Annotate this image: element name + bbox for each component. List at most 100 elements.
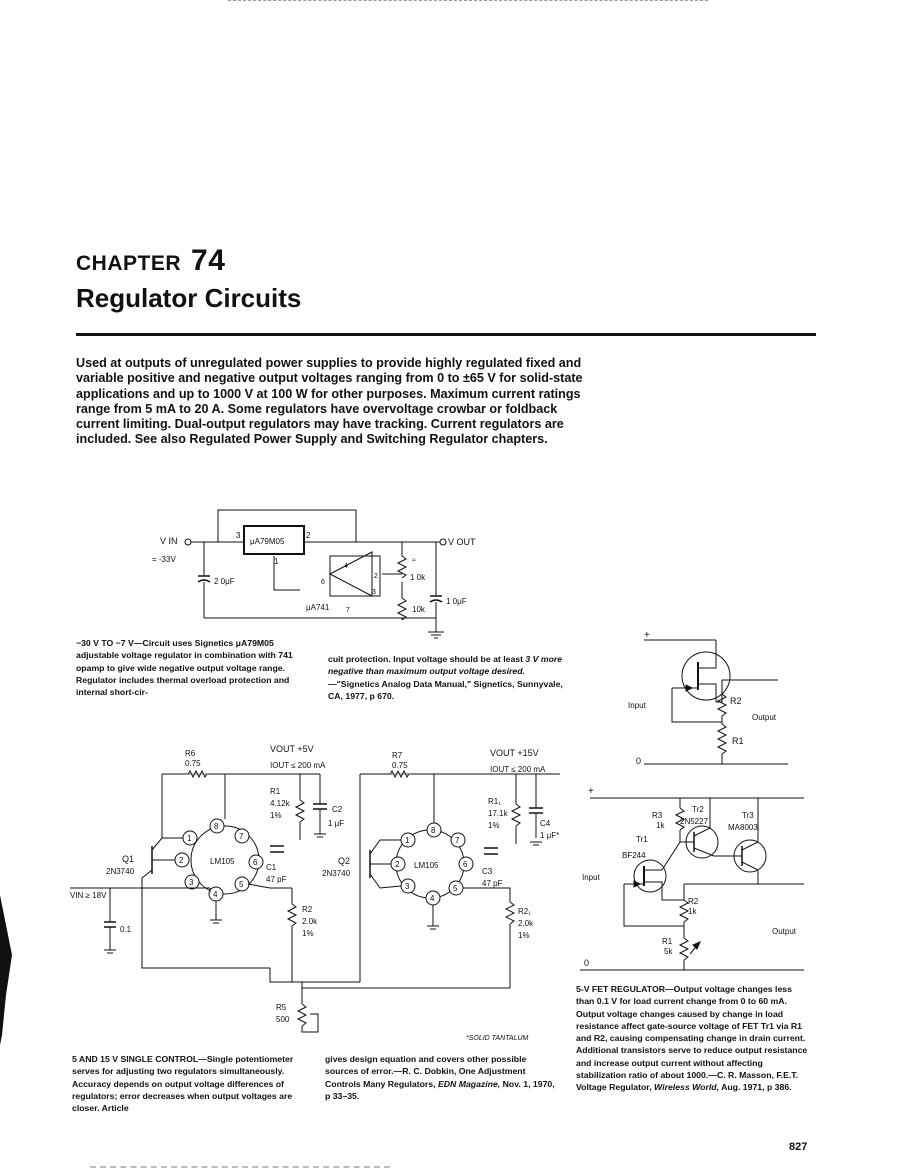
fig4-r3-symbol	[674, 807, 686, 831]
fig2-c1: C1	[266, 863, 277, 872]
fig3-r1: R1	[732, 736, 744, 746]
fig2-caption-col2c: Nov. 1, 1970, p 33–35.	[325, 1078, 555, 1101]
fig4-r3-value: 1k	[656, 821, 665, 830]
fig4-caption-source: Wireless World,	[654, 1082, 719, 1093]
fig2-r2b-tolerance: 1%	[518, 931, 530, 940]
fig3-r2: R2	[730, 696, 742, 706]
fig1-caption-col2b: 3 V more negative than maximum output vo…	[328, 654, 563, 677]
fig1-r-top	[396, 555, 408, 579]
fig2-r1-value: 4.12k	[270, 799, 291, 808]
scan-bottom-line	[90, 1166, 390, 1168]
fig4-tr3-type: MA8003	[728, 823, 758, 832]
fig4-r2-symbol	[678, 899, 690, 923]
fig2-q2: Q2	[338, 856, 350, 866]
fig1-pin3: 3	[236, 531, 241, 540]
page-number: 827	[789, 1141, 808, 1153]
fig4-caption: 5-V FET REGULATOR—Output voltage changes…	[576, 983, 811, 1094]
fig2-r5: R5	[276, 1003, 287, 1012]
fig2-cin: 0.1	[120, 925, 132, 934]
chapter-number: 74	[191, 244, 226, 277]
fig1-r-top-label: 1 0k	[410, 573, 426, 582]
fig2-right-pin1: 1	[405, 836, 410, 845]
fig2-r2-symbol	[286, 903, 298, 927]
fig2-r1: R1	[270, 787, 281, 796]
fig1-pin1: 1	[274, 557, 279, 566]
fig2-c4: C4	[540, 819, 551, 828]
intro-paragraph: Used at outputs of unregulated power sup…	[76, 356, 583, 447]
fig2-left-pin7: 7	[239, 832, 244, 841]
fig1-vout-label: V OUT	[448, 537, 476, 547]
fig3-plus: +	[644, 630, 650, 641]
fig2-r7: R7	[392, 751, 403, 760]
fig2-lm105-left-label: LM105	[210, 857, 235, 866]
fig1-cap-in: 2 0μF	[214, 577, 235, 586]
fig1-approx: ≈	[412, 557, 416, 564]
chapter-label: CHAPTER	[76, 252, 182, 275]
fig2-r2b-value: 2.0k	[518, 919, 534, 928]
fig1-caption-col2: cuit protection. Input voltage should be…	[328, 653, 564, 702]
fig2-vout15: VOUT +15V	[490, 748, 539, 758]
fig4-output: Output	[772, 927, 797, 936]
fig1-op-pin4: 4	[344, 563, 348, 570]
fig1-opamp-frame	[329, 555, 381, 597]
fig2-q1-type: 2N3740	[106, 867, 135, 876]
fig3-output: Output	[752, 713, 777, 722]
fig2-c3-value: 47 pF	[482, 879, 503, 888]
fig1-op-pin7: 7	[346, 607, 350, 614]
fig3-fet	[681, 651, 731, 701]
fig4-r3: R3	[652, 811, 663, 820]
title-rule	[76, 333, 816, 336]
fig2-r2-tolerance: 1%	[302, 929, 314, 938]
fig2-caption-col2: gives design equation and covers other p…	[325, 1053, 559, 1102]
fig2-r2b-symbol	[504, 901, 516, 925]
fig4-caption-text: —Output voltage changes less than 0.1 V …	[576, 984, 808, 1093]
fig2-note: *SOLID TANTALUM	[466, 1035, 529, 1042]
figure-dual-lm105-schematic: R6 0.75 VOUT +5V IOUT ≤ 200 mA R7 0.75 V…	[70, 744, 560, 1042]
fig2-right-pin6: 6	[463, 860, 468, 869]
fig2-r2-value: 2.0k	[302, 917, 318, 926]
fig1-regulator-block	[243, 525, 305, 555]
fig2-left-pin8: 8	[214, 822, 219, 831]
fig2-c3: C3	[482, 867, 493, 876]
fig2-right-pin3: 3	[405, 882, 410, 891]
fig2-c2-value: 1 μF	[328, 819, 344, 828]
fig2-right-pin4: 4	[430, 894, 435, 903]
fig2-right-pin8: 8	[431, 826, 436, 835]
scan-binding-edge	[0, 895, 12, 1045]
fig2-caption-col2a: gives design equation and covers other p…	[325, 1054, 527, 1089]
fig1-ic-label: μA79M05	[250, 537, 285, 546]
fig3-r1-symbol	[716, 723, 728, 755]
fig4-r1-symbol	[678, 937, 690, 961]
fig1-caption-col1: −30 V TO −7 V—Circuit uses Signetics μA7…	[76, 637, 310, 698]
fig2-c1-value: 47 pF	[266, 875, 287, 884]
fig2-caption-text: —Single potentiometer serves for adjusti…	[72, 1054, 294, 1114]
fig1-opamp-label: μA741	[306, 603, 330, 612]
fig2-vout5: VOUT +5V	[270, 744, 314, 754]
fig2-q2-type: 2N3740	[322, 869, 351, 878]
fig2-r1b-tolerance: 1%	[488, 821, 500, 830]
fig2-r5-symbol	[296, 1003, 308, 1027]
figure-5v-fet-regulator-schematic: + R3 1k Tr2 2N5227 Tr3 MA8003 Tr1 BF244 …	[580, 786, 804, 971]
fig2-r2b: R2₁	[518, 907, 531, 916]
fig2-left-pin3: 3	[189, 878, 194, 887]
fig2-r1b-symbol	[510, 803, 522, 827]
fig2-iout5: IOUT ≤ 200 mA	[270, 761, 326, 770]
fig1-r-bottom-label: 10k	[412, 605, 426, 614]
fig2-iout15: IOUT ≤ 200 mA	[490, 765, 546, 774]
fig1-r-bottom	[396, 597, 408, 621]
fig2-vin: VIN ≥ 18V	[70, 891, 107, 900]
fig1-caption-lead: −30 V TO −7 V	[76, 638, 134, 648]
scan-top-line	[228, 0, 708, 1]
fig4-input: Input	[582, 873, 601, 882]
fig4-caption-tail: Aug. 1971, p 386.	[718, 1082, 792, 1093]
fig1-vin-label: V IN	[160, 536, 178, 546]
fig2-r1-tolerance: 1%	[270, 811, 282, 820]
fig4-r2-value: 1k	[688, 907, 697, 916]
fig2-caption-col1: 5 AND 15 V SINGLE CONTROL—Single potenti…	[72, 1053, 308, 1114]
fig1-op-pin2: 2	[374, 573, 378, 580]
fig2-left-pin4: 4	[213, 890, 218, 899]
fig1-opamp	[328, 551, 373, 597]
fig1-caption-col2c: —"Signetics Analog Data Manual," Signeti…	[328, 678, 563, 701]
fig2-r6: R6	[185, 749, 196, 758]
figure-fet-simple-schematic: + R2 R1 Input Output 0	[628, 630, 788, 766]
